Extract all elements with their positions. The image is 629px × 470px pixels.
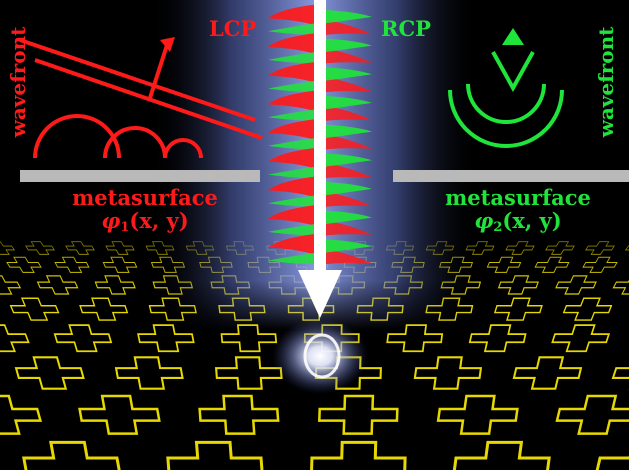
metasurface-bar-right: [393, 170, 629, 182]
lcp-wave-lobe: [268, 233, 320, 257]
metasurface-bar-left: [20, 170, 260, 182]
unit-cell: [22, 440, 122, 470]
rcp-converging-wavefront: [448, 28, 564, 148]
phase-args-left: (x, y): [129, 208, 189, 233]
lcp-wave-lobe: [268, 90, 320, 113]
unit-cell: [468, 324, 527, 353]
rcp-wave-lobe: [320, 210, 372, 225]
lcp-wave-lobe: [320, 190, 372, 208]
unit-cell: [14, 356, 85, 390]
unit-cell: [562, 297, 613, 321]
lcp-wave-lobe: [268, 32, 320, 56]
rcp-wave-lobe: [320, 239, 372, 254]
unit-cell: [53, 324, 113, 353]
focal-spot: [272, 318, 368, 394]
wavefront-label-right: wavefront: [594, 26, 618, 138]
lcp-wave-lobe: [320, 133, 372, 151]
lcp-wave-lobe: [320, 219, 372, 237]
unit-cell: [0, 394, 43, 435]
unit-cell: [386, 324, 444, 353]
rcp-wave-lobe: [320, 124, 372, 139]
lcp-wave-lobe: [268, 4, 320, 27]
unit-cell: [0, 324, 30, 353]
rcp-wave-lobe: [320, 181, 372, 197]
lcp-wave-lobe: [268, 61, 320, 85]
unit-cell: [452, 440, 551, 470]
rcp-wave-lobe: [268, 51, 320, 64]
rcp-wave-lobe: [268, 137, 320, 150]
rcp-wave-lobe: [268, 22, 320, 35]
rcp-wave-lobe: [320, 153, 372, 168]
unit-cell: [79, 297, 129, 321]
metasurface-label-right: metasurface: [445, 185, 591, 210]
phase-profile-left: φ1(x, y): [50, 210, 240, 234]
rcp-wave-lobe: [320, 38, 372, 53]
lcp-label: LCP: [209, 16, 257, 41]
propagation-arrow-head: [298, 270, 342, 318]
lcp-wave-lobe: [268, 204, 320, 228]
lcp-wave-lobe: [320, 47, 372, 65]
unit-cell: [413, 356, 483, 390]
lcp-wave-lobe: [320, 75, 372, 93]
rcp-wave-lobe: [268, 108, 320, 121]
lcp-wave-lobe: [268, 147, 320, 171]
rcp-wave-lobe: [268, 79, 320, 92]
propagation-arrow-shaft: [314, 0, 326, 282]
unit-cell: [220, 324, 278, 353]
wavefront-label-left: wavefront: [6, 26, 30, 138]
unit-cell: [114, 356, 184, 390]
unit-cell: [611, 356, 629, 390]
unit-cell: [166, 440, 264, 470]
unit-cell: [78, 394, 161, 435]
rcp-wave-lobe: [268, 194, 320, 207]
phase-symbol-left: φ: [101, 208, 121, 233]
lcp-wave-lobe: [268, 176, 320, 199]
lcp-plane-wavefront: [19, 37, 263, 159]
focal-spot-ring: [303, 333, 341, 379]
unit-cell: [493, 297, 543, 321]
rcp-wave-lobe: [268, 165, 320, 178]
unit-cell: [318, 394, 399, 435]
lcp-wave-lobe: [320, 247, 372, 265]
phase-symbol-right: φ: [474, 208, 494, 233]
unit-cell: [214, 356, 283, 390]
lcp-wave-lobe: [320, 104, 372, 122]
phase-index-left: 1: [120, 220, 130, 235]
phase-profile-right: φ2(x, y): [413, 210, 623, 234]
lcp-wave-lobe: [268, 118, 320, 142]
circular-polarization-wave: [268, 4, 372, 265]
lcp-wave-lobe: [320, 18, 372, 36]
rcp-wave-lobe: [320, 67, 372, 82]
phase-args-right: (x, y): [502, 208, 562, 233]
unit-cell: [9, 297, 60, 321]
rcp-wave-lobe: [268, 251, 320, 264]
phase-index-right: 2: [493, 220, 503, 235]
rcp-wave-lobe: [320, 9, 372, 25]
unit-cell: [551, 324, 611, 353]
lcp-wave-lobe: [320, 161, 372, 179]
unit-cell: [137, 324, 195, 353]
rcp-wave-lobe: [320, 95, 372, 111]
rcp-label: RCP: [381, 16, 431, 41]
unit-cell: [594, 440, 629, 470]
unit-cell: [555, 394, 629, 435]
rcp-wave-lobe: [268, 223, 320, 236]
unit-cell: [512, 356, 583, 390]
metasurface-label-left: metasurface: [72, 185, 218, 210]
unit-cell: [309, 440, 407, 470]
unit-cell: [198, 394, 280, 435]
unit-cell: [436, 394, 519, 435]
